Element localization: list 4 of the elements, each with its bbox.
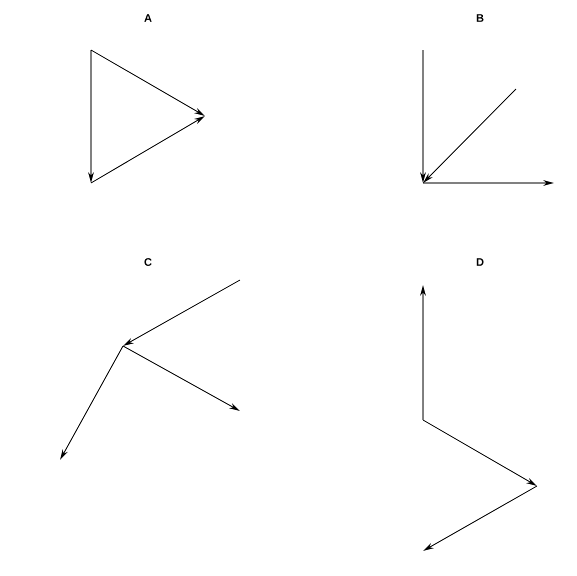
panel-label: D bbox=[476, 258, 484, 266]
panel-label: C bbox=[144, 258, 152, 266]
panel-label: B bbox=[476, 14, 484, 22]
panel-label: A bbox=[144, 14, 152, 22]
